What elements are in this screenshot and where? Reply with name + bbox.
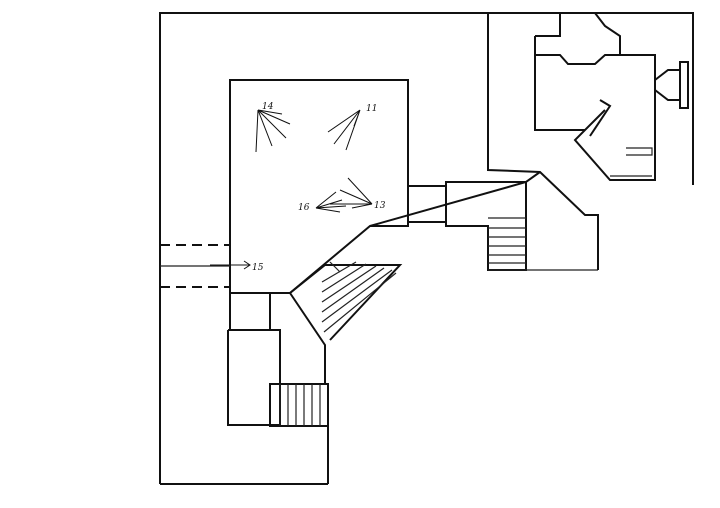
marker-13: 13 <box>330 177 386 211</box>
right-stair-room <box>445 181 527 271</box>
marker-15: 15 <box>210 260 264 273</box>
marker-label-13: 13 <box>374 201 386 211</box>
marker-14: 14 <box>255 102 291 153</box>
outer-boundary-wall <box>159 12 694 484</box>
diagonal-staircase <box>289 261 403 341</box>
tower-link-wall <box>487 13 599 270</box>
lower-east-wall <box>289 292 326 384</box>
diagonal-wall <box>369 171 541 227</box>
passage-right <box>407 185 447 223</box>
marker-label-15: 15 <box>252 263 264 273</box>
lower-room <box>227 329 281 426</box>
marker-label-14: 14 <box>262 102 274 112</box>
marker-16: 16 <box>298 191 347 213</box>
lower-stair <box>269 383 329 427</box>
marker-label-11: 11 <box>366 104 377 114</box>
marker-11: 11 <box>327 104 377 151</box>
tower-block <box>534 12 689 181</box>
main-room <box>229 79 409 294</box>
marker-label-16: 16 <box>298 203 310 213</box>
right-stair-steps <box>488 217 526 264</box>
